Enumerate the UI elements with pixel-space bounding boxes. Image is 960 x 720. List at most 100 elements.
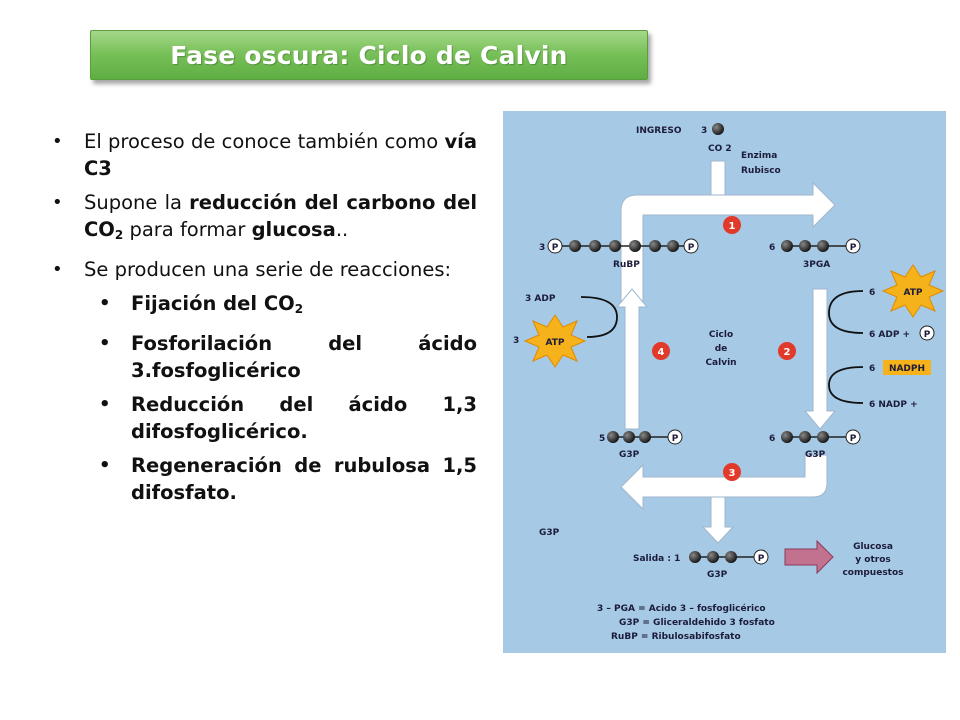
step-2-label: 2 (784, 347, 791, 358)
sub-bullet-2-text: Fosforilación del ácido 3.fosfoglicérico (131, 332, 477, 382)
curved-arrow-icon (828, 366, 864, 404)
pga-count: 6 (769, 243, 775, 253)
g3p-right-chain: 6 P G3P (769, 429, 861, 460)
ingreso-label: INGRESO (636, 126, 682, 136)
pga-label: 3PGA (803, 260, 830, 270)
step-1-marker (723, 216, 741, 234)
cycle-title-2: de (715, 344, 728, 354)
cycle-title-1: Ciclo (709, 330, 733, 340)
rubp-chain: 3 P P RuBP (539, 238, 699, 270)
bullet-item-1: El proceso de conoce también como vía C3 (52, 128, 477, 182)
atp-right-count: 6 (869, 288, 875, 298)
g3p-left-count: 5 (599, 434, 605, 444)
energy-inputs-left: 3 ADP 3 ATP (513, 294, 618, 368)
sub-bullet-3-text: Reducción del ácido 1,3 difosfoglicérico… (131, 393, 477, 443)
phosphate-icon (845, 429, 861, 445)
phosphate-label: P (850, 243, 857, 253)
enzyme-label: Enzima (741, 151, 777, 161)
bullet-list: El proceso de conoce también como vía C3… (52, 128, 477, 506)
title-banner: Fase oscura: Ciclo de Calvin (90, 30, 648, 80)
bullet-2-bold-1: reducción del carbono del CO (84, 191, 477, 241)
phosphate-label: P (758, 554, 765, 564)
step-4-marker (652, 342, 670, 360)
bullet-1-bold: vía C3 (84, 130, 477, 180)
cycle-title-3: Calvin (705, 358, 736, 368)
rubp-label: RuBP (613, 260, 640, 270)
curved-arrow-icon (580, 296, 618, 338)
sub-bullet-1: Fijación del CO2 (99, 290, 477, 323)
legend-line-3: RuBP = Ribulosabifosfato (611, 632, 741, 642)
glucosa-label-2: y otros (855, 555, 890, 565)
bullet-1-text: El proceso de conoce también como (84, 130, 445, 153)
energy-inputs-right: ATP 6 6 ADP + P 6 NADPH 6 NADP + (828, 264, 945, 410)
adp-left-label: 3 ADP (525, 294, 556, 304)
rubp-count: 3 (539, 243, 545, 253)
sub-bullet-2: Fosforilación del ácido 3.fosfoglicérico (99, 330, 477, 384)
bullet-column: El proceso de conoce también como vía C3… (52, 128, 477, 513)
ingreso-count: 3 (701, 126, 707, 136)
sub-bullet-4-text: Regeneración de rubulosa 1,5 difosfato. (131, 454, 477, 504)
g3p-side-label: G3P (539, 528, 560, 538)
step-markers: 1 2 3 4 (652, 216, 796, 481)
co2-label: CO 2 (708, 144, 732, 154)
bullet-2-text-b: para formar (123, 218, 252, 241)
phosphate-icon (683, 238, 699, 254)
slide-title: Fase oscura: Ciclo de Calvin (170, 40, 568, 70)
bullet-3-text: Se producen una serie de reacciones: (84, 258, 452, 281)
atp-starburst-icon (523, 314, 587, 368)
nadph-count: 6 (869, 364, 875, 374)
glucosa-label-3: compuestos (842, 568, 903, 578)
step-3-marker (723, 463, 741, 481)
legend-line-2: G3P = Gliceraldehido 3 fosfato (619, 618, 775, 628)
glucosa-label-1: Glucosa (853, 542, 893, 552)
atp-right-label: ATP (903, 288, 922, 298)
sub-bullet-1-subscript: 2 (294, 302, 304, 316)
adp-out-label: 6 ADP + (869, 330, 910, 340)
phosphate-icon (845, 238, 861, 254)
g3p-right-count: 6 (769, 434, 775, 444)
pga-chain: 6 P 3PGA (769, 238, 861, 270)
phosphate-label: P (924, 330, 931, 340)
phosphate-icon (753, 549, 769, 565)
calvin-cycle-diagram: 1 2 3 4 INGRESO 3 CO 2 Enzima Rubisco 3 … (513, 123, 945, 642)
step-4-label: 4 (658, 347, 665, 358)
nadph-badge (883, 360, 931, 375)
output-arrow-icon (784, 539, 834, 575)
g3p-right-label: G3P (805, 450, 826, 460)
phosphate-label: P (688, 243, 695, 253)
phosphate-label: P (552, 243, 559, 253)
bullet-2-bold-2: glucosa (251, 218, 336, 241)
g3p-output-chain: P G3P (689, 549, 769, 580)
bullet-2-text-a: Supone la (84, 191, 190, 214)
calvin-cycle-figure: 1 2 3 4 INGRESO 3 CO 2 Enzima Rubisco 3 … (503, 111, 946, 653)
bullet-item-2: Supone la reducción del carbono del CO2 … (52, 189, 477, 249)
step-3-label: 3 (729, 468, 736, 479)
g3p-left-label: G3P (619, 450, 640, 460)
co2-molecule-icon (712, 123, 724, 135)
sub-bullet-4: Regeneración de rubulosa 1,5 difosfato. (99, 452, 477, 506)
curved-arrow-icon (828, 290, 864, 334)
atp-left-count: 3 (513, 336, 519, 346)
step-1-label: 1 (729, 221, 736, 232)
nadph-label: NADPH (889, 364, 925, 374)
cycle-arrows (615, 160, 837, 544)
phosphate-icon (919, 325, 935, 341)
salida-label: Salida : 1 (633, 554, 680, 564)
phosphate-icon (667, 429, 683, 445)
g3p-left-chain: 5 P G3P (599, 429, 683, 460)
rubisco-label: Rubisco (741, 166, 781, 176)
bullet-2-text-c: .. (335, 218, 349, 241)
atp-left-label: ATP (545, 338, 564, 348)
phosphate-label: P (850, 434, 857, 444)
sub-bullet-3: Reducción del ácido 1,3 difosfoglicérico… (99, 391, 477, 445)
legend-line-1: 3 – PGA = Acido 3 – fosfoglicérico (597, 603, 766, 614)
phosphate-label: P (672, 434, 679, 444)
bullet-item-3: Se producen una serie de reacciones: (52, 256, 477, 283)
salida-g3p-label: G3P (707, 570, 728, 580)
phosphate-icon (547, 238, 563, 254)
step-2-marker (778, 342, 796, 360)
sub-bullet-1-text: Fijación del CO (131, 292, 295, 315)
nadp-out-label: 6 NADP + (869, 400, 918, 410)
atp-starburst-icon (881, 264, 945, 318)
bullet-2-subscript: 2 (114, 228, 124, 242)
